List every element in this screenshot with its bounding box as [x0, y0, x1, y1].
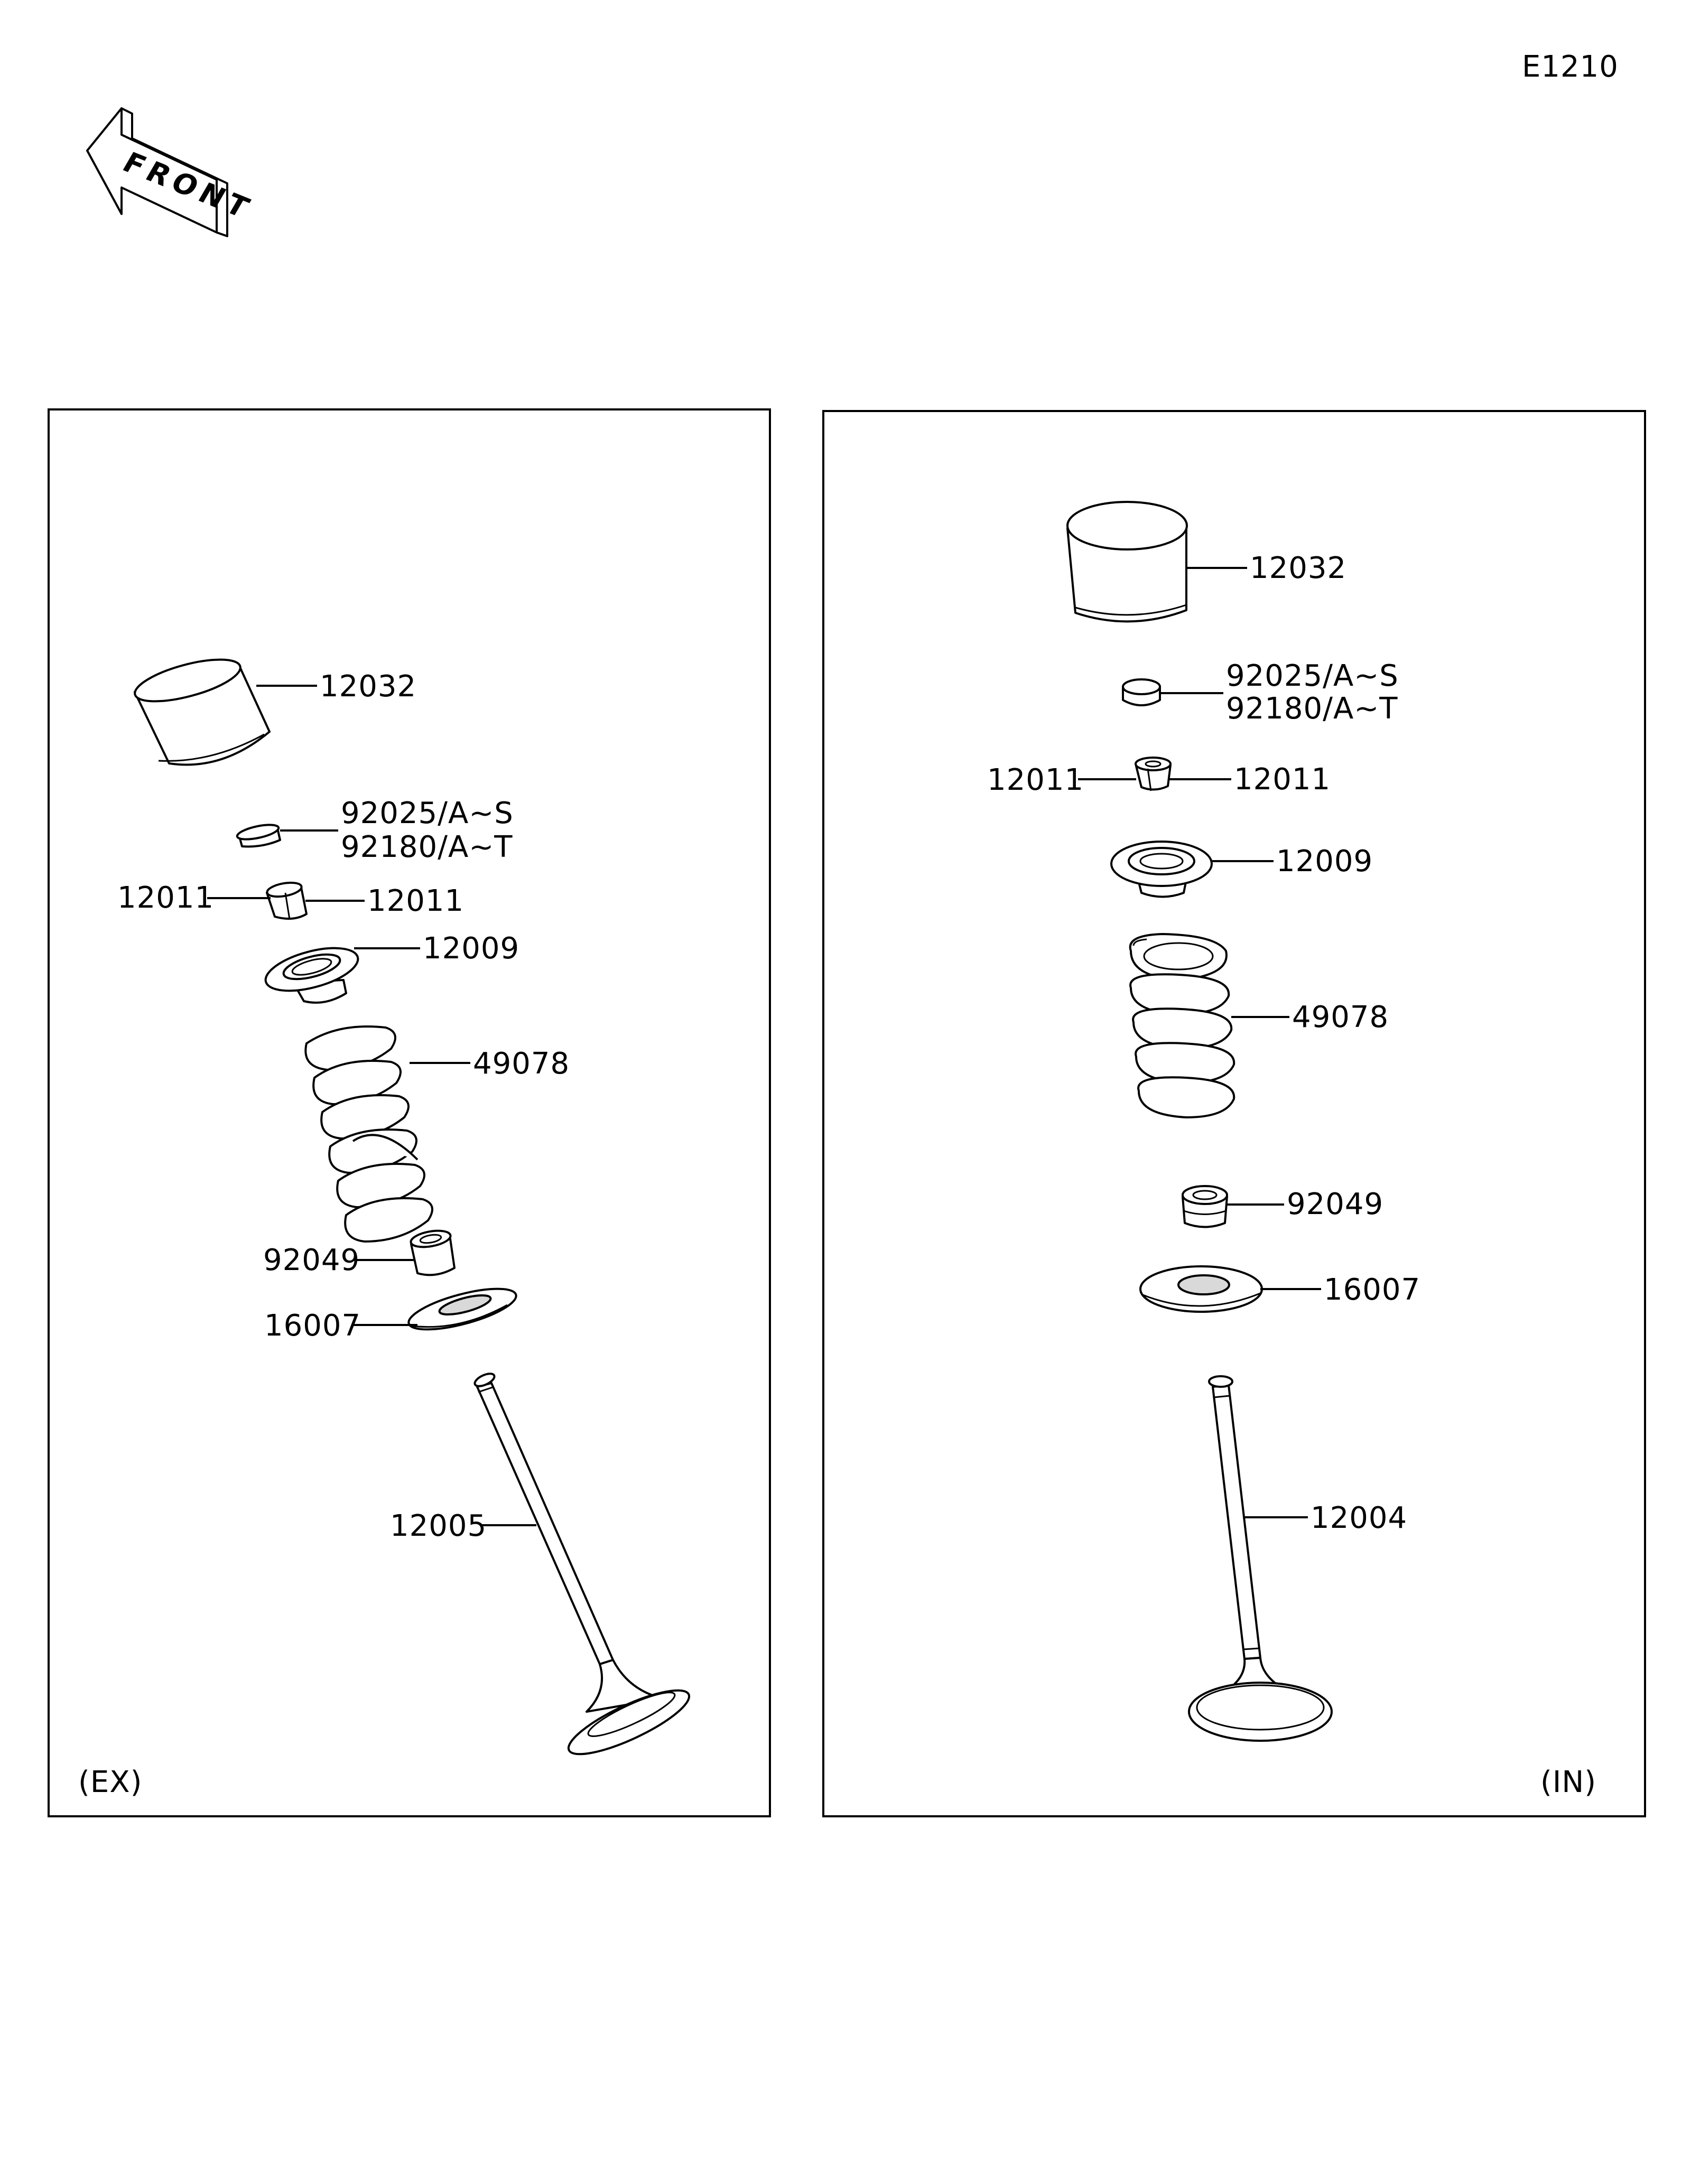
exhaust-valve-pn: 12005: [390, 1509, 487, 1543]
exhaust-seat-pn: 16007: [264, 1309, 361, 1343]
intake-seat-pn: 16007: [1324, 1273, 1420, 1307]
intake-keeper-right-pn: 12011: [1234, 762, 1331, 797]
exhaust-shim: [236, 824, 281, 848]
exhaust-keeper-right-pn: 12011: [367, 884, 464, 918]
exhaust-retainer-pn: 12009: [423, 931, 519, 966]
exhaust-spring: [304, 1025, 433, 1243]
intake-spring: [1129, 933, 1235, 1118]
intake-retainer: [1110, 841, 1213, 898]
intake-shim-b-pn: 92180/A~T: [1226, 692, 1398, 726]
exhaust-keepers: [266, 881, 308, 920]
exhaust-shim-a-pn: 92025/A~S: [341, 796, 514, 830]
exhaust-seat: [407, 1287, 517, 1331]
intake-seat: [1139, 1265, 1263, 1313]
exhaust-tappet: [134, 658, 271, 766]
exhaust-panel-label: (EX): [78, 1765, 142, 1799]
exhaust-retainer: [264, 947, 359, 1004]
intake-tappet: [1066, 501, 1188, 623]
intake-keeper-left-pn: 12011: [987, 763, 1084, 797]
exhaust-valve: [473, 1373, 691, 1756]
intake-shim: [1122, 678, 1161, 706]
intake-shim-a-pn: 92025/A~S: [1226, 659, 1399, 693]
intake-retainer-pn: 12009: [1276, 844, 1373, 879]
exhaust-seal: [410, 1229, 456, 1276]
intake-seal: [1182, 1185, 1228, 1228]
intake-panel: (IN) 12032 92025/A~S 92180/A~T 12011 120…: [822, 410, 1646, 1817]
exhaust-spring-pn: 49078: [473, 1047, 570, 1081]
intake-valve-pn: 12004: [1311, 1501, 1407, 1535]
exhaust-seal-pn: 92049: [263, 1243, 360, 1277]
exhaust-keeper-left-pn: 12011: [117, 881, 214, 915]
front-arrow-icon: FRONT: [86, 107, 259, 237]
exhaust-tappet-pn: 12032: [320, 669, 416, 704]
diagram-code: E1210: [1522, 50, 1619, 84]
intake-seal-pn: 92049: [1287, 1187, 1383, 1221]
intake-panel-label: (IN): [1540, 1765, 1596, 1799]
exhaust-panel: (EX) 12032 92025/A~S 92180/A~T 12011 120…: [48, 408, 771, 1817]
intake-spring-pn: 49078: [1292, 1000, 1389, 1034]
intake-panel-frame: [822, 410, 1646, 1817]
exhaust-panel-frame: [48, 408, 771, 1817]
intake-keepers: [1135, 757, 1172, 791]
exhaust-shim-b-pn: 92180/A~T: [341, 830, 513, 864]
intake-tappet-pn: 12032: [1250, 551, 1346, 585]
intake-valve: [1188, 1375, 1333, 1742]
